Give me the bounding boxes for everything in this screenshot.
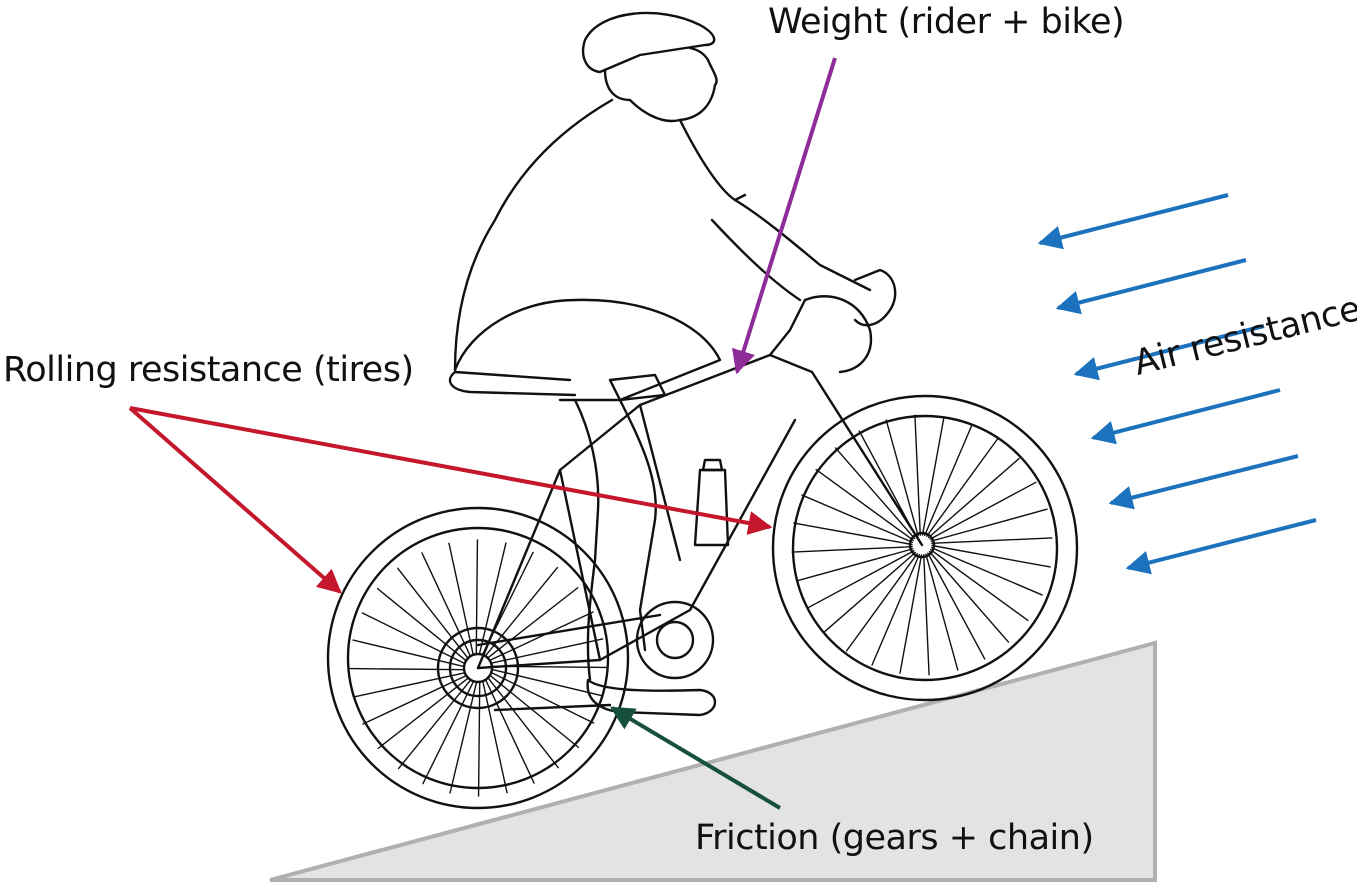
wheel-spoke — [834, 447, 916, 540]
wheel-spoke — [930, 547, 1043, 596]
wheel-spoke — [421, 552, 472, 657]
wheel-spoke — [815, 468, 914, 541]
wheel-spoke — [477, 681, 481, 797]
wheel-spoke — [871, 553, 920, 666]
rolling-arrow-rear — [128, 406, 342, 594]
friction-label: Friction (gears + chain) — [695, 818, 1094, 858]
weight-arrow — [731, 57, 837, 375]
wheel-spoke — [899, 554, 923, 674]
wheel-spoke — [352, 672, 466, 698]
weight-label: Weight (rider + bike) — [768, 2, 1125, 42]
wheel-spoke — [927, 552, 986, 660]
wheel-spoke — [489, 611, 594, 662]
wheel-spoke — [422, 680, 475, 785]
wheel-spoke — [801, 494, 914, 543]
wheel-spoke — [824, 551, 917, 633]
wheel-spoke — [352, 639, 465, 668]
wheel-spoke — [914, 414, 921, 536]
wheel-spoke — [793, 522, 913, 546]
rolling-resistance-label: Rolling resistance (tires) — [3, 350, 414, 390]
wheel-spoke — [807, 550, 915, 609]
front-wheel — [771, 394, 1079, 702]
wheel-spoke — [487, 587, 579, 659]
wheel-spoke — [475, 539, 479, 655]
wheel-spoke — [923, 554, 930, 676]
wheel-spoke — [377, 677, 469, 749]
air-arrow-2 — [1055, 258, 1247, 315]
air-arrow-6 — [1125, 518, 1317, 575]
wheel-spoke — [921, 416, 945, 536]
bike-frame — [436, 295, 924, 712]
rear-wheel — [326, 506, 630, 810]
wheel-spoke — [927, 457, 1020, 539]
wheel-spoke — [930, 549, 1029, 622]
incline-ramp — [269, 640, 1157, 882]
air-resistance-arrows — [1037, 193, 1317, 575]
wheel-spoke — [796, 548, 914, 582]
wheel-spoke — [930, 508, 1048, 542]
wheel-spoke — [478, 542, 507, 655]
wheel-spoke — [361, 612, 466, 665]
wheel-spoke — [931, 537, 1053, 544]
air-arrow-5 — [1108, 454, 1299, 510]
wheel-spoke — [487, 677, 559, 769]
wheel-spoke — [484, 679, 535, 784]
air-arrow-3 — [1073, 324, 1265, 381]
wheel-spoke — [489, 674, 580, 749]
wheel-spoke — [448, 542, 474, 656]
wheel-spoke — [929, 481, 1037, 540]
wheel-spoke — [349, 667, 465, 671]
rolling-arrow-front — [129, 406, 773, 535]
wheel-spoke — [490, 671, 595, 724]
air-arrow-4 — [1090, 388, 1281, 445]
wheel-spoke — [491, 668, 604, 697]
wheel-spoke — [924, 424, 973, 537]
wheel-spoke — [885, 419, 919, 537]
wheel-spoke — [482, 680, 508, 794]
wheel-spoke — [925, 553, 959, 671]
wheel-spoke — [931, 544, 1051, 568]
wheel-spoke — [376, 587, 467, 662]
wheel-spoke — [362, 674, 467, 725]
wheel-spoke — [449, 681, 478, 794]
friction-arrow — [609, 706, 782, 810]
wheel-spoke — [845, 553, 918, 652]
wheel-spoke — [926, 438, 999, 537]
wheel-spoke — [791, 546, 913, 553]
air-arrow-1 — [1037, 193, 1229, 250]
wheel-spoke — [928, 550, 1010, 643]
rider — [453, 11, 897, 717]
wheel-spoke — [397, 567, 469, 659]
wheel-spoke — [397, 679, 472, 770]
wheel-spoke — [490, 638, 604, 664]
